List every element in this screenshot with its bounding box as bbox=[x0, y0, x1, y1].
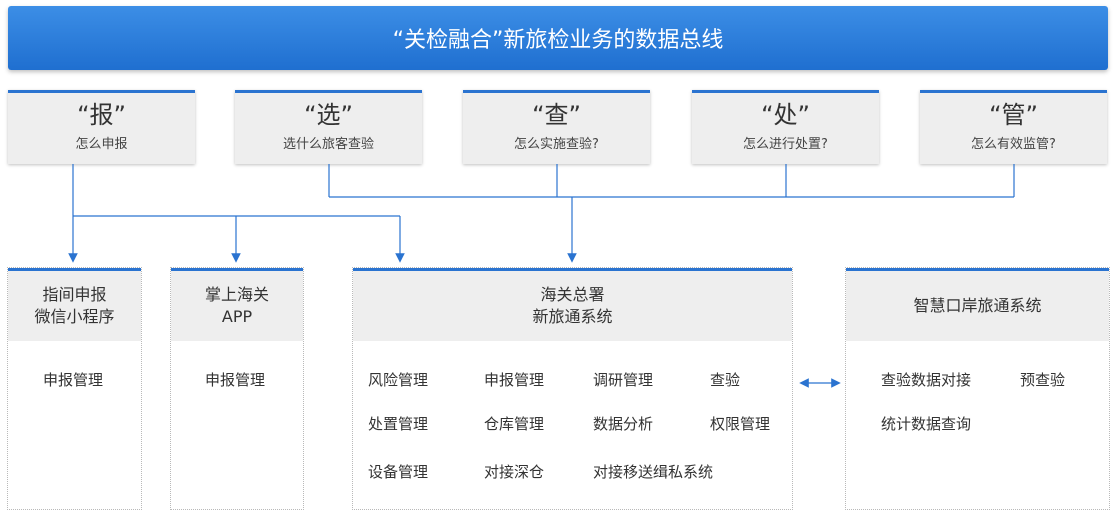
question-label: “处” bbox=[761, 101, 810, 129]
question-label: “报” bbox=[77, 101, 126, 129]
question-box-inspect: “查” 怎么实施查验? bbox=[463, 90, 650, 164]
question-label: “查” bbox=[532, 101, 581, 129]
system-card-wechat-mini-program: 指间申报 微信小程序 申报管理 bbox=[7, 267, 142, 510]
system-title-line2: APP bbox=[221, 307, 253, 326]
function-item: 申报管理 bbox=[484, 371, 545, 389]
function-item: 申报管理 bbox=[43, 371, 104, 389]
question-label: “选” bbox=[304, 101, 353, 129]
system-title-line1: 指间申报 bbox=[42, 285, 107, 304]
question-box-handle: “处” 怎么进行处置? bbox=[692, 90, 879, 164]
function-item: 申报管理 bbox=[205, 371, 266, 389]
question-sub: 怎么有效监管? bbox=[971, 137, 1056, 152]
system-card-customs-new-travel-system: 海关总署 新旅通系统 风险管理 申报管理 调研管理 查验 处置管理 仓库管理 数… bbox=[352, 267, 793, 510]
diagram-title: “关检融合”新旅检业务的数据总线 bbox=[392, 28, 724, 53]
system-title-line2: 新旅通系统 bbox=[532, 307, 613, 326]
function-item: 仓库管理 bbox=[484, 415, 545, 433]
question-box-supervise: “管” 怎么有效监管? bbox=[920, 90, 1107, 164]
system-card-mobile-app: 掌上海关 APP 申报管理 bbox=[170, 267, 304, 510]
question-sub: 怎么申报 bbox=[75, 137, 128, 152]
question-sub: 选什么旅客查验 bbox=[282, 137, 374, 152]
system-title-line1: 智慧口岸旅通系统 bbox=[913, 296, 1042, 315]
function-item: 查验数据对接 bbox=[881, 371, 972, 389]
function-item: 对接深仓 bbox=[484, 463, 545, 481]
question-box-select: “选” 选什么旅客查验 bbox=[235, 90, 422, 164]
function-item: 风险管理 bbox=[368, 371, 429, 389]
function-item: 权限管理 bbox=[710, 415, 771, 433]
system-title-line1: 海关总署 bbox=[540, 285, 605, 304]
system-card-header: 海关总署 新旅通系统 bbox=[353, 268, 792, 341]
function-item: 处置管理 bbox=[368, 415, 429, 433]
system-title-line1: 掌上海关 bbox=[204, 285, 269, 304]
system-card-header: 指间申报 微信小程序 bbox=[8, 268, 141, 341]
question-sub: 怎么进行处置? bbox=[743, 137, 828, 152]
question-label: “管” bbox=[989, 101, 1038, 129]
system-card-smart-port-system: 智慧口岸旅通系统 查验数据对接 预查验 统计数据查询 bbox=[845, 267, 1110, 510]
system-card-header: 掌上海关 APP bbox=[171, 268, 303, 341]
function-item: 数据分析 bbox=[593, 415, 654, 433]
question-sub: 怎么实施查验? bbox=[514, 137, 599, 152]
system-title-line2: 微信小程序 bbox=[34, 307, 115, 326]
function-item: 统计数据查询 bbox=[881, 415, 972, 433]
system-card-header: 智慧口岸旅通系统 bbox=[846, 268, 1109, 341]
function-item: 预查验 bbox=[1020, 371, 1066, 389]
function-item: 对接移送缉私系统 bbox=[593, 463, 714, 481]
diagram-title-banner: “关检融合”新旅检业务的数据总线 bbox=[8, 6, 1108, 70]
function-item: 查验 bbox=[710, 371, 741, 389]
function-item: 设备管理 bbox=[368, 463, 429, 481]
question-box-report: “报” 怎么申报 bbox=[8, 90, 195, 164]
function-item: 调研管理 bbox=[593, 371, 654, 389]
